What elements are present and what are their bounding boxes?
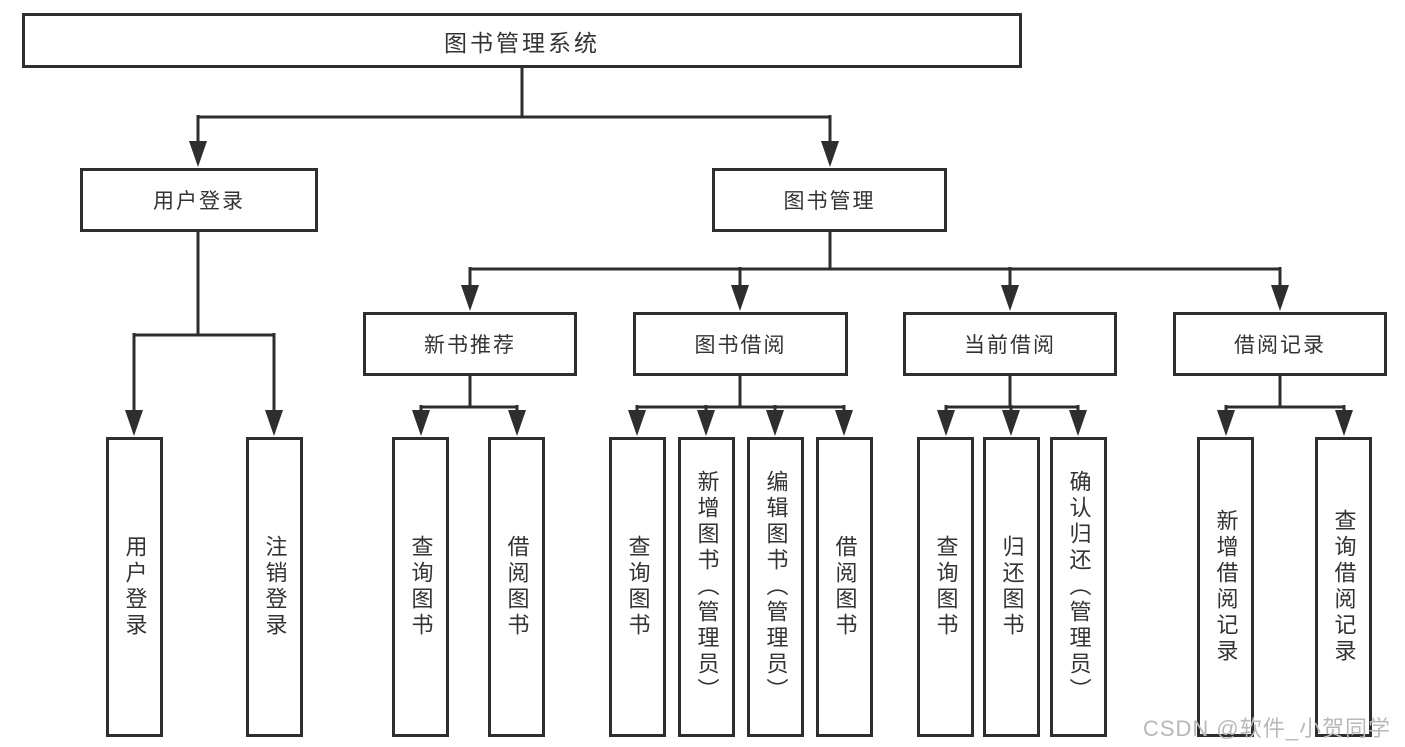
leaf-recommend-query-books-label: 查询图书 <box>408 535 434 639</box>
node-user-login-group-label: 用户登录 <box>153 190 245 213</box>
leaf-current-query-books: 查询图书 <box>917 437 974 737</box>
leaf-query-borrow-record-label: 查询借阅记录 <box>1331 509 1357 665</box>
leaf-borrow-query-books-label: 查询图书 <box>625 535 651 639</box>
leaf-edit-books-admin-label: 编辑图书（管理员） <box>763 470 789 704</box>
leaf-edit-books-admin: 编辑图书（管理员） <box>747 437 804 737</box>
node-borrowing-records-label: 借阅记录 <box>1234 334 1326 357</box>
leaf-add-books-admin: 新增图书（管理员） <box>678 437 735 737</box>
leaf-borrow-query-books: 查询图书 <box>609 437 666 737</box>
leaf-logout: 注销登录 <box>246 437 303 737</box>
node-current-borrowing: 当前借阅 <box>903 312 1117 376</box>
node-new-book-recommend: 新书推荐 <box>363 312 577 376</box>
leaf-confirm-return-admin-label: 确认归还（管理员） <box>1066 470 1092 704</box>
node-current-borrowing-label: 当前借阅 <box>964 334 1056 357</box>
node-root-label: 图书管理系统 <box>444 29 600 56</box>
leaf-query-borrow-record: 查询借阅记录 <box>1315 437 1372 737</box>
current-group-connectors <box>937 376 1087 436</box>
leaf-logout-label: 注销登录 <box>262 535 288 639</box>
login-group-connectors <box>125 232 283 436</box>
borrowing-group-connectors <box>628 376 853 436</box>
book-management-connectors <box>461 232 1289 311</box>
leaf-borrow-books: 借阅图书 <box>816 437 873 737</box>
node-borrowing-records: 借阅记录 <box>1173 312 1387 376</box>
leaf-return-books-label: 归还图书 <box>999 535 1025 639</box>
leaf-borrow-books-label: 借阅图书 <box>832 535 858 639</box>
leaf-recommend-borrow-books: 借阅图书 <box>488 437 545 737</box>
watermark: CSDN @软件_小贺同学 <box>1142 716 1391 741</box>
leaf-user-login-label: 用户登录 <box>122 535 148 639</box>
leaf-current-query-books-label: 查询图书 <box>933 535 959 639</box>
leaf-add-borrow-record: 新增借阅记录 <box>1197 437 1254 737</box>
leaf-recommend-query-books: 查询图书 <box>392 437 449 737</box>
leaf-confirm-return-admin: 确认归还（管理员） <box>1050 437 1107 737</box>
node-root: 图书管理系统 <box>22 13 1022 68</box>
node-new-book-recommend-label: 新书推荐 <box>424 334 516 357</box>
leaf-add-books-admin-label: 新增图书（管理员） <box>694 470 720 704</box>
node-book-management-label: 图书管理 <box>783 190 876 213</box>
node-book-borrowing: 图书借阅 <box>633 312 848 376</box>
node-user-login-group: 用户登录 <box>80 168 318 232</box>
leaf-recommend-borrow-books-label: 借阅图书 <box>504 535 530 639</box>
node-book-borrowing-label: 图书借阅 <box>694 334 787 357</box>
records-group-connectors <box>1217 376 1353 436</box>
leaf-return-books: 归还图书 <box>983 437 1040 737</box>
root-connectors <box>189 68 839 167</box>
recommend-group-connectors <box>412 376 526 436</box>
leaf-user-login: 用户登录 <box>106 437 163 737</box>
node-book-management: 图书管理 <box>712 168 947 232</box>
leaf-add-borrow-record-label: 新增借阅记录 <box>1213 509 1239 665</box>
